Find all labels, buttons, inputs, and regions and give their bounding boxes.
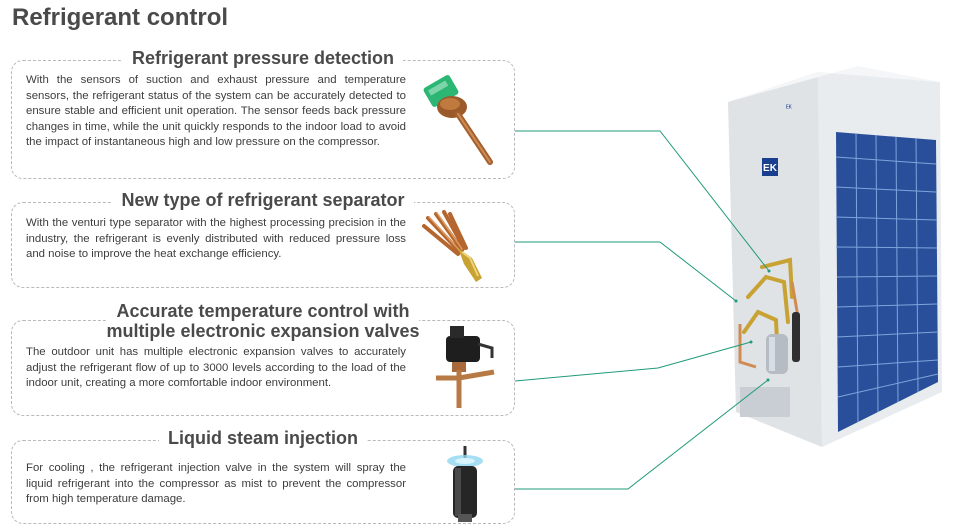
brand-logo-text: EK	[763, 163, 778, 174]
feature-card-pressure-detection: Refrigerant pressure detection With the …	[11, 48, 515, 179]
feature-title: Accurate temperature control with multip…	[12, 301, 514, 341]
feature-card-refrigerant-separator: New type of refrigerant separator With t…	[11, 190, 515, 288]
connector-line-separator	[515, 241, 737, 302]
feature-card-liquid-injection: Liquid steam injection For cooling , the…	[11, 428, 515, 524]
feature-description: For cooling , the refrigerant injection …	[26, 462, 406, 505]
feature-title: Refrigerant pressure detection	[12, 48, 514, 69]
feature-title: Liquid steam injection	[12, 428, 514, 449]
page-title: Refrigerant control	[12, 4, 229, 31]
connector-line-pressure	[515, 130, 770, 272]
feature-card-expansion-valves: Accurate temperature control with multip…	[11, 301, 515, 416]
pressure-sensor-icon	[423, 75, 493, 165]
expansion-valve-icon	[436, 326, 495, 408]
feature-description: The outdoor unit has multiple electronic…	[26, 346, 406, 389]
feature-title: New type of refrigerant separator	[12, 190, 514, 211]
brand-logo	[762, 158, 778, 176]
feature-description: With the sensors of suction and exhaust …	[26, 74, 406, 148]
refrigerant-separator-icon	[422, 210, 482, 282]
feature-description: With the venturi type separator with the…	[26, 217, 406, 260]
connector-line-expansion	[514, 341, 752, 382]
connector-line-injection	[515, 379, 769, 490]
outdoor-unit-illustration: EK ᴱᴷ	[728, 66, 942, 447]
injection-valve-icon	[447, 446, 483, 522]
unit-badge: ᴱᴷ	[786, 105, 792, 112]
